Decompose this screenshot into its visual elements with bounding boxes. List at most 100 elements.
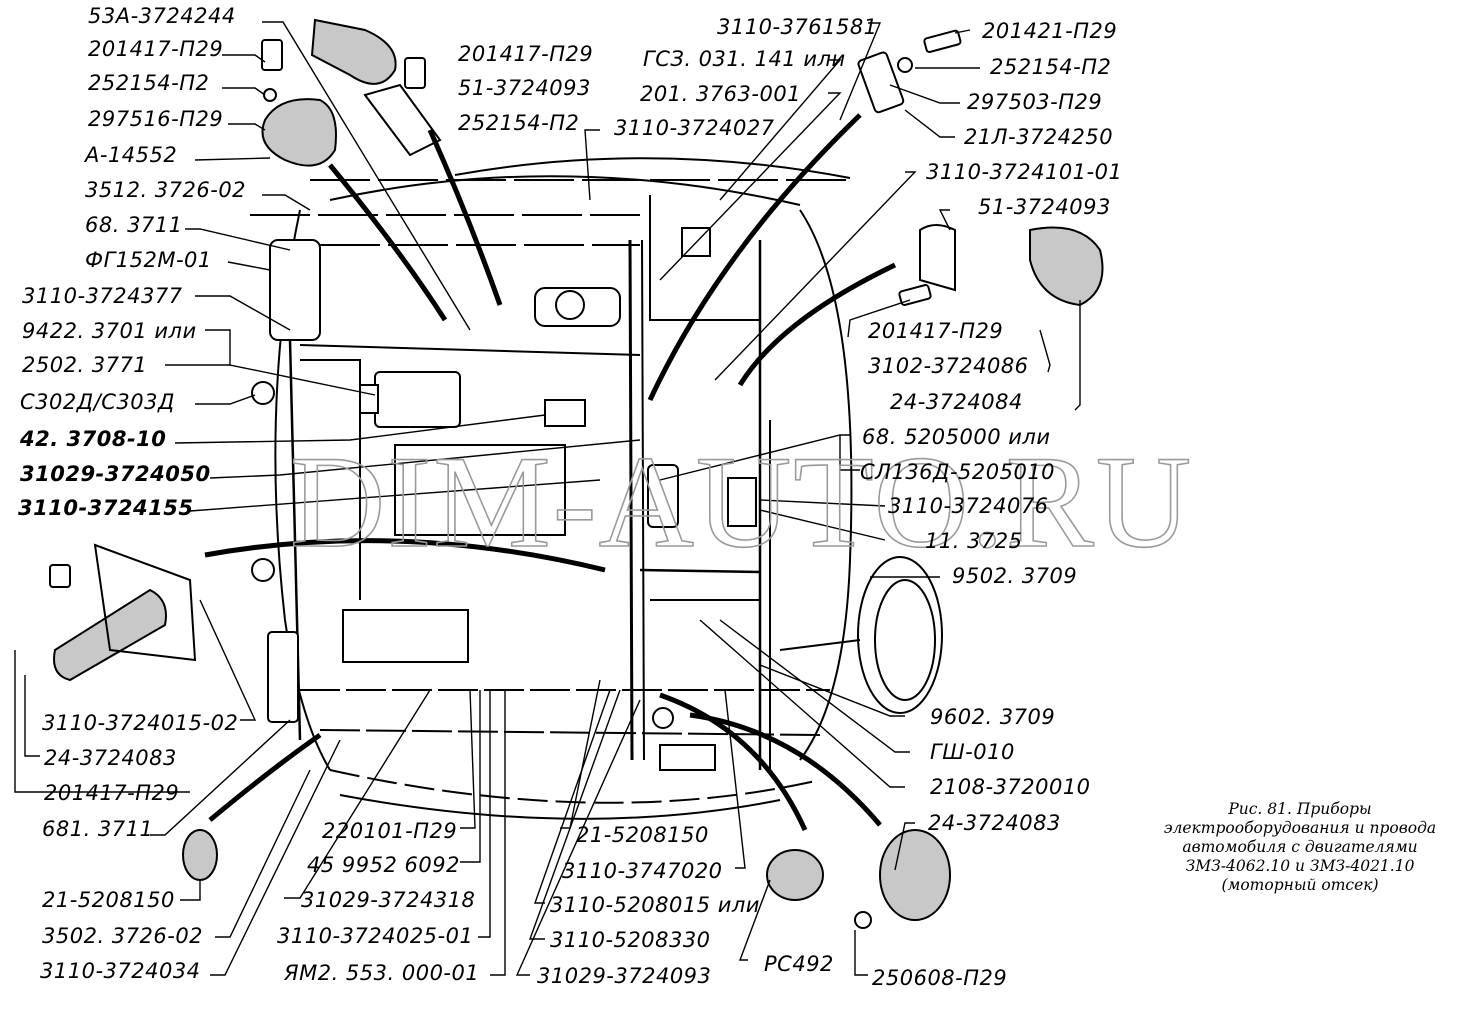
part-label: 3502. 3726-02 [42,924,204,948]
part-label: ФГ152М-01 [85,248,212,272]
arrow-1 [328,163,448,322]
part-label: 3110-3761581 [717,15,878,39]
switch-unit [727,477,757,527]
part-label: 220101-П29 [322,819,458,843]
engine-bay-outline [250,157,853,820]
arrow-2 [427,128,503,306]
part-label: 3512. 3726-02 [85,178,247,202]
steering-wheel [779,556,943,714]
horn-left-lower [251,558,275,582]
part-label: 9422. 3701 или [22,319,197,343]
part-label: 3110-3724025-01 [277,924,474,948]
part-label: 51-3724093 [458,76,591,100]
part-label: 201417-П29 [458,42,594,66]
fasteners [49,29,962,929]
headlamp-left [269,239,321,341]
part-label: 45 9952 6092 [307,853,460,877]
part-label: 31029-3724050 [20,462,211,486]
part-label: 24-3724083 [44,746,177,770]
caption-line: электрооборудования и провода [1163,819,1437,837]
horn-left [251,381,275,405]
caption-line: ЗМЗ-4062.10 и ЗМЗ-4021.10 [1185,857,1415,875]
part-label: ЯМ2. 553. 000-01 [284,961,480,985]
part-label: 3110-3724076 [888,494,1049,518]
connector-53A [310,18,397,85]
motor [555,290,585,320]
part-label: 31029-3724318 [301,888,476,912]
socket-24-3724083-right [879,829,951,921]
sensor-rc492 [766,849,824,901]
part-label: 51-3724093 [978,195,1111,219]
part-label: С302Д/С303Д [20,390,175,414]
leader-lines [14,21,1081,976]
figure-caption: Рис. 81. Приборы электрооборудования и п… [1150,800,1450,895]
part-label: 24-3724084 [890,390,1023,414]
part-label: 3110-3724377 [22,284,183,308]
part-label: А-14552 [85,143,178,167]
part-label: 297516-П29 [88,107,224,131]
socket-24-3724084 [1029,226,1104,307]
grommet-21-5208150 [182,829,218,881]
arrow-8 [689,712,882,827]
voltage-regulator [544,399,586,427]
sidelamp-left [267,631,299,723]
ignition-coil [647,464,679,528]
relay-block [342,609,469,663]
alternator-pulley [359,384,379,414]
part-label: 21Л-3724250 [964,125,1114,149]
part-label: 681. 3711 [42,817,154,841]
components [251,227,757,771]
part-label: 201417-П29 [868,319,1004,343]
arrow-7 [659,692,808,832]
part-label: 252154-П2 [88,71,210,95]
part-label: 3110-3724101-01 [926,160,1123,184]
part-label: 3110-3724155 [18,496,194,520]
pin-24-3724083 [53,588,167,682]
alternator [374,371,461,428]
part-label: 3110-3724027 [614,116,775,140]
part-label: РС492 [764,952,834,976]
part-label: 21-5208150 [576,823,709,847]
part-label: ГШ-010 [930,740,1015,764]
part-label: 3102-3724086 [868,354,1029,378]
part-label: 250608-П29 [872,966,1008,990]
part-label: 252154-П2 [458,111,580,135]
part-label: 297503-П29 [967,90,1103,114]
part-label: 3110-5208015 или [550,893,760,917]
part-label: 53А-3724244 [88,4,236,28]
part-label: 42. 3708-10 [20,427,167,451]
arrow-3 [647,113,862,402]
battery [394,444,566,536]
arrow-6 [208,732,322,822]
fuse-box [659,744,716,771]
part-label: 3110-5208330 [550,928,711,952]
part-label: 3110-3724015-02 [42,711,239,735]
caption-line: (моторный отсек) [1221,876,1379,894]
part-label: 201421-П29 [982,19,1118,43]
part-label: 68. 5205000 или [862,425,1051,449]
part-label: 3110-3747020 [562,859,723,883]
part-label: 31029-3724093 [537,964,712,988]
part-label: 24-3724083 [928,811,1061,835]
caption-line: Рис. 81. Приборы [1228,800,1372,818]
part-label: 252154-П2 [990,55,1112,79]
sensor-round [652,707,674,729]
part-label: 201417-П29 [44,781,180,805]
part-label: 21-5208150 [42,888,175,912]
part-label: СЛ136Д-5205010 [860,460,1056,484]
arrow-4 [737,262,897,387]
part-label: 2502. 3771 [22,353,148,377]
assembly-arrows [204,113,897,832]
part-label: 9502. 3709 [952,564,1078,588]
part-label: 201. 3763-001 [640,82,802,106]
part-label: 11. 3725 [925,529,1023,553]
part-label: ГСЗ. 031. 141 или [643,47,846,71]
part-label: 68. 3711 [85,213,183,237]
part-label: 3110-3724034 [40,959,201,983]
arrow-5 [204,538,606,573]
part-label: 2108-3720010 [930,775,1091,799]
part-label: 9602. 3709 [930,705,1056,729]
part-label: 201417-П29 [88,37,224,61]
exploded-parts [53,18,1104,921]
